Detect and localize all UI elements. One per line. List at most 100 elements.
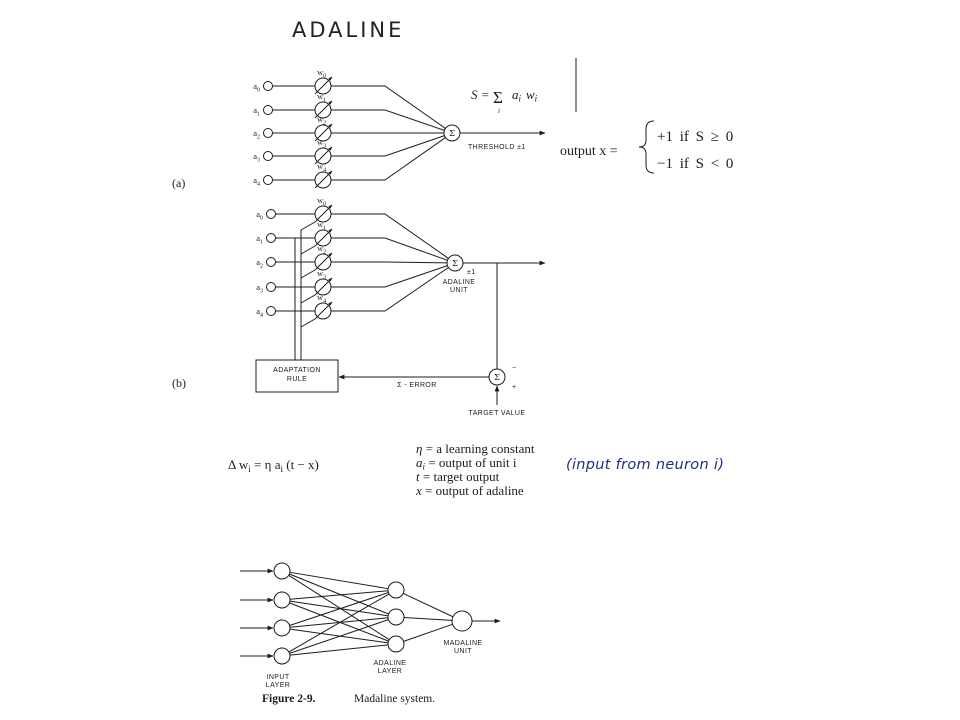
adaptation-rule-box: [255, 359, 339, 393]
weight-to-sum-line: [331, 267, 449, 312]
weight-label-subscript: 1: [323, 226, 326, 232]
threshold-label: THRESHOLD ±1: [468, 144, 526, 151]
input-label-subscript: 2: [257, 135, 260, 141]
sum-formula-term-w: wi: [526, 87, 538, 104]
input-label-symbol: a: [253, 105, 257, 115]
adaptation-control-line: [300, 318, 316, 328]
output-case-negative: −1 if S < 0: [657, 156, 733, 172]
weight-label-subscript: 3: [323, 275, 326, 281]
panel-label: (b): [172, 376, 186, 390]
weight-node-adjust-arrow: [314, 123, 333, 142]
weight-node-adjust-arrow: [314, 301, 333, 320]
error-summation-symbol: Σ: [494, 373, 500, 383]
input-layer-node: [273, 591, 291, 609]
input-layer-label-line2: LAYER: [266, 682, 290, 689]
input-label-symbol: a: [256, 233, 260, 243]
legend-subscript: i: [423, 462, 426, 472]
legend-item: η = a learning constant: [416, 441, 535, 456]
weight-node-adjust-arrow: [314, 228, 333, 247]
input-layer-node: [273, 647, 291, 665]
error-label: Σ - ERROR: [397, 382, 436, 389]
input-label: a4: [253, 175, 260, 188]
weight-label-subscript: 3: [323, 144, 326, 150]
weight-label: w3: [317, 137, 326, 150]
input-label-symbol: a: [256, 257, 260, 267]
adaptation-control-line: [300, 245, 316, 255]
input-to-adaline-line: [289, 644, 389, 656]
input-label-subscript: 4: [257, 182, 260, 188]
input-to-adaline-line: [289, 590, 389, 600]
weight-label-subscript: 0: [323, 202, 326, 208]
legend-item: x = output of adaline: [415, 483, 524, 498]
adaline-to-madaline-line: [403, 616, 453, 621]
weight-label-subscript: 4: [323, 168, 326, 174]
input-label: a4: [256, 306, 263, 319]
legend-text: = target output: [420, 469, 500, 484]
input-label: a0: [253, 81, 260, 94]
input-label: a2: [256, 257, 263, 270]
equation-subscript: i: [248, 464, 251, 474]
weight-label-symbol: w: [317, 114, 324, 124]
legend-symbol: a: [416, 455, 423, 470]
weight-to-sum-line: [331, 109, 445, 131]
weight-label-subscript: 0: [323, 74, 326, 80]
input-label: a1: [253, 105, 260, 118]
adaptation-control-line: [300, 294, 316, 304]
weight-label: w2: [317, 243, 326, 256]
input-to-adaline-line: [289, 592, 389, 626]
input-label-symbol: a: [256, 306, 260, 316]
output-case-positive: +1 if S ≥ 0: [657, 129, 733, 145]
legend-symbol: x: [415, 483, 422, 498]
weight-to-sum-line: [331, 85, 446, 129]
sum-formula-term-subscript: i: [519, 94, 522, 104]
input-label-symbol: a: [253, 128, 257, 138]
weight-label-subscript: 1: [323, 98, 326, 104]
weight-label-symbol: w: [317, 195, 324, 205]
sum-formula-term-symbol: a: [512, 87, 519, 102]
legend-text: = output of unit i: [425, 455, 517, 470]
target-label: TARGET VALUE: [469, 410, 526, 417]
weight-to-sum-line: [331, 213, 449, 259]
weight-node-adjust-arrow: [314, 170, 333, 189]
weight-label: w4: [317, 292, 326, 305]
weight-label: w4: [317, 161, 326, 174]
input-layer-node: [273, 619, 291, 637]
input-layer-label-line1: INPUT: [267, 674, 290, 681]
legend-text: = a learning constant: [422, 441, 534, 456]
adaptation-control-line: [300, 221, 316, 231]
figure-number: Figure 2-9.: [262, 693, 316, 705]
madaline-diagram: Figure 2-9. Madaline system. INPUTLAYERA…: [240, 562, 501, 705]
quantizer-label: ±1: [467, 269, 476, 276]
legend-symbol: t: [416, 469, 420, 484]
adaline-to-madaline-line: [403, 592, 454, 618]
summation-symbol: Σ: [452, 259, 458, 269]
learning-rule: Δ wi = η ai (t − x) η = a learning const…: [228, 441, 724, 498]
diagram-a-adaline-threshold: S = Σ i ai wi output x = +1 if S ≥ 0 −1 …: [172, 58, 733, 190]
input-label-symbol: a: [253, 151, 257, 161]
adaptation-rule-label-line2: RULE: [287, 376, 307, 383]
weight-label-symbol: w: [317, 268, 324, 278]
weight-label: w2: [317, 114, 326, 127]
summation-symbol: Σ: [449, 129, 455, 139]
weight-to-sum-line: [331, 137, 446, 181]
adaline-to-madaline-line: [403, 623, 453, 642]
unit-label-line2: UNIT: [450, 287, 468, 294]
weight-label-subscript: 2: [323, 121, 326, 127]
equation-term: = η a: [251, 457, 281, 472]
weight-node-adjust-arrow: [314, 204, 333, 223]
input-label-subscript: 0: [260, 216, 263, 222]
legend-item: ai = output of unit i: [416, 455, 517, 472]
weight-label-subscript: 4: [323, 299, 326, 305]
input-label-symbol: a: [256, 282, 260, 292]
weight-label: w0: [317, 195, 326, 208]
weight-label: w0: [317, 67, 326, 80]
legend-item: t = target output: [416, 469, 500, 484]
weight-node-adjust-arrow: [314, 76, 333, 95]
sum-formula-term-a: ai: [512, 87, 522, 104]
input-label: a0: [256, 209, 263, 222]
adaline-layer-node: [387, 581, 405, 599]
input-label: a3: [253, 151, 260, 164]
sum-formula-sigma-index: i: [498, 107, 500, 115]
input-label: a2: [253, 128, 260, 141]
input-label-subscript: 1: [257, 112, 260, 118]
